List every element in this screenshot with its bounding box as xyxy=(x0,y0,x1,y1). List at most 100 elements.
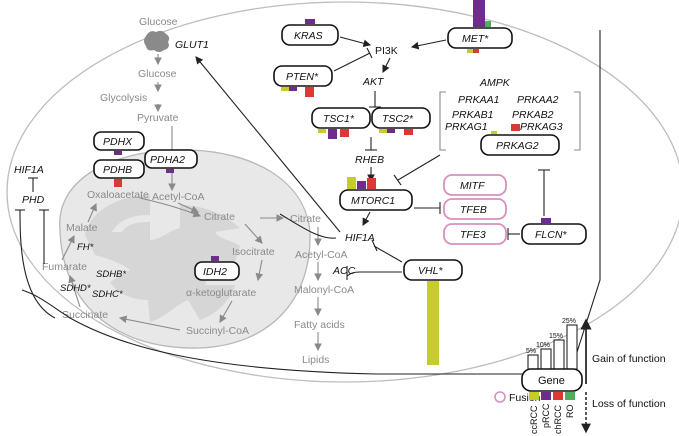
rheb-label: RHEB xyxy=(355,154,384,166)
mitf-box xyxy=(443,174,507,196)
arrow-isocitrate-akg xyxy=(255,259,264,282)
met-chRCC-bar xyxy=(473,49,479,53)
legend-subtype-ccRCC: ccRCC xyxy=(529,405,539,434)
arrow-kras-pi3k xyxy=(339,36,372,48)
arrow-hif1a-idh xyxy=(279,213,337,239)
acetylcoa-mito-label: Acetyl-CoA xyxy=(152,191,205,203)
mtorc1-ccRCC-bar xyxy=(347,177,356,189)
mitf-label: MITF xyxy=(460,180,485,192)
arrow-succinylcoa-succinate xyxy=(118,315,181,331)
malonylcoa-label: Malonyl-CoA xyxy=(294,284,354,296)
lipids-label: Lipids xyxy=(302,354,329,366)
arrow-citrate-isocitrate xyxy=(244,223,263,244)
pdha2-pRCC-bar xyxy=(166,169,174,173)
glucose-top-label: Glucose xyxy=(139,16,178,28)
arrow-fumarate-malate xyxy=(61,235,75,261)
prkag1-label: PRKAG1 xyxy=(445,121,488,133)
vhl-label: VHL* xyxy=(418,265,443,277)
ampk-label: AMPK xyxy=(479,77,511,89)
isocitrate-label: Isocitrate xyxy=(232,246,275,258)
pi3k-label: PI3K xyxy=(375,45,398,57)
arrow-acetylcoa-citrate xyxy=(177,202,200,213)
legend-gene-label: Gene xyxy=(538,375,565,387)
idh2-label: IDH2 xyxy=(203,266,227,278)
pdhx-pRCC-bar xyxy=(114,151,122,155)
inhibit-vhl-hif1a-bar xyxy=(371,239,378,252)
legend-percent-5: 5% xyxy=(526,348,536,355)
acetylcoa-cyto-label: Acetyl-CoA xyxy=(295,249,348,261)
gain-label: Gain of function xyxy=(592,353,666,365)
tsc2-ccRCC-bar xyxy=(379,129,387,133)
glycolysis-label: Glycolysis xyxy=(100,92,147,104)
idh2-pRCC-bar xyxy=(211,256,219,261)
tsc1-label: TSC1* xyxy=(323,113,355,125)
pdhx-box xyxy=(93,131,145,151)
prkag2-label: PRKAG2 xyxy=(496,140,539,152)
mtorc1-box xyxy=(339,189,413,211)
arrow-succinate-fumarate xyxy=(68,274,81,308)
ampk-bracket-right xyxy=(574,91,581,151)
glut1-label: GLUT1 xyxy=(175,39,209,51)
sdhc-label: SDHC* xyxy=(92,289,123,300)
legend-bar-15 xyxy=(553,339,565,370)
legend-ccRCC-swatch xyxy=(529,392,539,400)
acc-label: ACC xyxy=(332,265,356,277)
succinate-label: Succinate xyxy=(62,309,108,321)
sdhd-label: SDHD* xyxy=(60,283,91,294)
tsc2-label: TSC2* xyxy=(382,113,414,125)
legend-percent-15: 15% xyxy=(549,333,563,340)
tsc2-chRCC-bar xyxy=(404,129,413,135)
arrow-hif1a-glut1 xyxy=(195,56,341,233)
oxaloacetate-label: Oxaloacetate xyxy=(87,189,149,201)
glucose-label: Glucose xyxy=(138,68,177,80)
mtorc1-chRCC-bar xyxy=(367,178,376,189)
tsc1-chRCC-bar xyxy=(340,129,349,137)
prkab1-label: PRKAB1 xyxy=(452,109,493,121)
fumarate-label: Fumarate xyxy=(42,261,87,273)
prkab2-label: PRKAB2 xyxy=(512,109,554,121)
citrate-mito-label: Citrate xyxy=(204,211,235,223)
tsc1-box xyxy=(311,107,371,129)
mtorc1-label: MTORC1 xyxy=(351,195,395,207)
arrow-malate-oaa xyxy=(87,202,97,223)
fh-label: FH* xyxy=(77,242,94,253)
legend-percent-25: 25% xyxy=(562,318,576,325)
arrow-akg-succinylcoa xyxy=(219,300,233,323)
pdhb-box xyxy=(93,159,145,179)
pdhx-label: PDHX xyxy=(103,136,133,148)
akg-label: α-ketoglutarate xyxy=(186,287,256,299)
arrow-pi3k-akt xyxy=(382,57,391,73)
hif1a-center-label: HIF1A xyxy=(345,232,375,244)
arrow-mtorc1-hif1a xyxy=(362,211,371,226)
inhibit-ampk-mtorc1 xyxy=(397,154,441,181)
inhibit-succinate-phd xyxy=(19,209,56,319)
tfe3-label: TFE3 xyxy=(460,229,486,241)
prkag-ccRCC-bar xyxy=(491,131,497,134)
inhibit-vhl-hif1a xyxy=(373,245,403,263)
tsc1-ccRCC-bar xyxy=(318,129,326,133)
pdhb-label: PDHB xyxy=(103,164,132,176)
legend-bar-25 xyxy=(566,324,578,370)
glut1-transporter-icon xyxy=(144,30,170,52)
arrow-oaa-citrate xyxy=(139,197,202,218)
hif1a-left-label: HIF1A xyxy=(14,164,44,176)
tfe3-box xyxy=(443,223,507,245)
succinylcoa-label: Succinyl-CoA xyxy=(186,325,249,337)
malate-label: Malate xyxy=(66,222,98,234)
met-ccRCC-bar xyxy=(467,49,473,53)
cristae xyxy=(85,195,240,322)
legend-bar-5 xyxy=(527,354,539,370)
prkag3-label: PRKAG3 xyxy=(520,121,563,133)
citrate-cyto-label: Citrate xyxy=(290,213,321,225)
pten-chRCC-bar xyxy=(305,87,314,97)
pdha2-label: PDHA2 xyxy=(150,154,185,166)
regulatory-connector xyxy=(21,30,601,375)
ampk-bracket-left xyxy=(439,91,446,151)
legend-bar-10 xyxy=(540,348,552,370)
tsc1-pRCC-bar xyxy=(328,129,337,139)
met-pRCC-bar xyxy=(473,0,485,27)
idh2-box xyxy=(194,261,240,281)
flcn-box xyxy=(521,223,587,245)
legend-subtype-RO: RO xyxy=(565,405,575,419)
pten-pRCC-bar xyxy=(289,87,297,91)
